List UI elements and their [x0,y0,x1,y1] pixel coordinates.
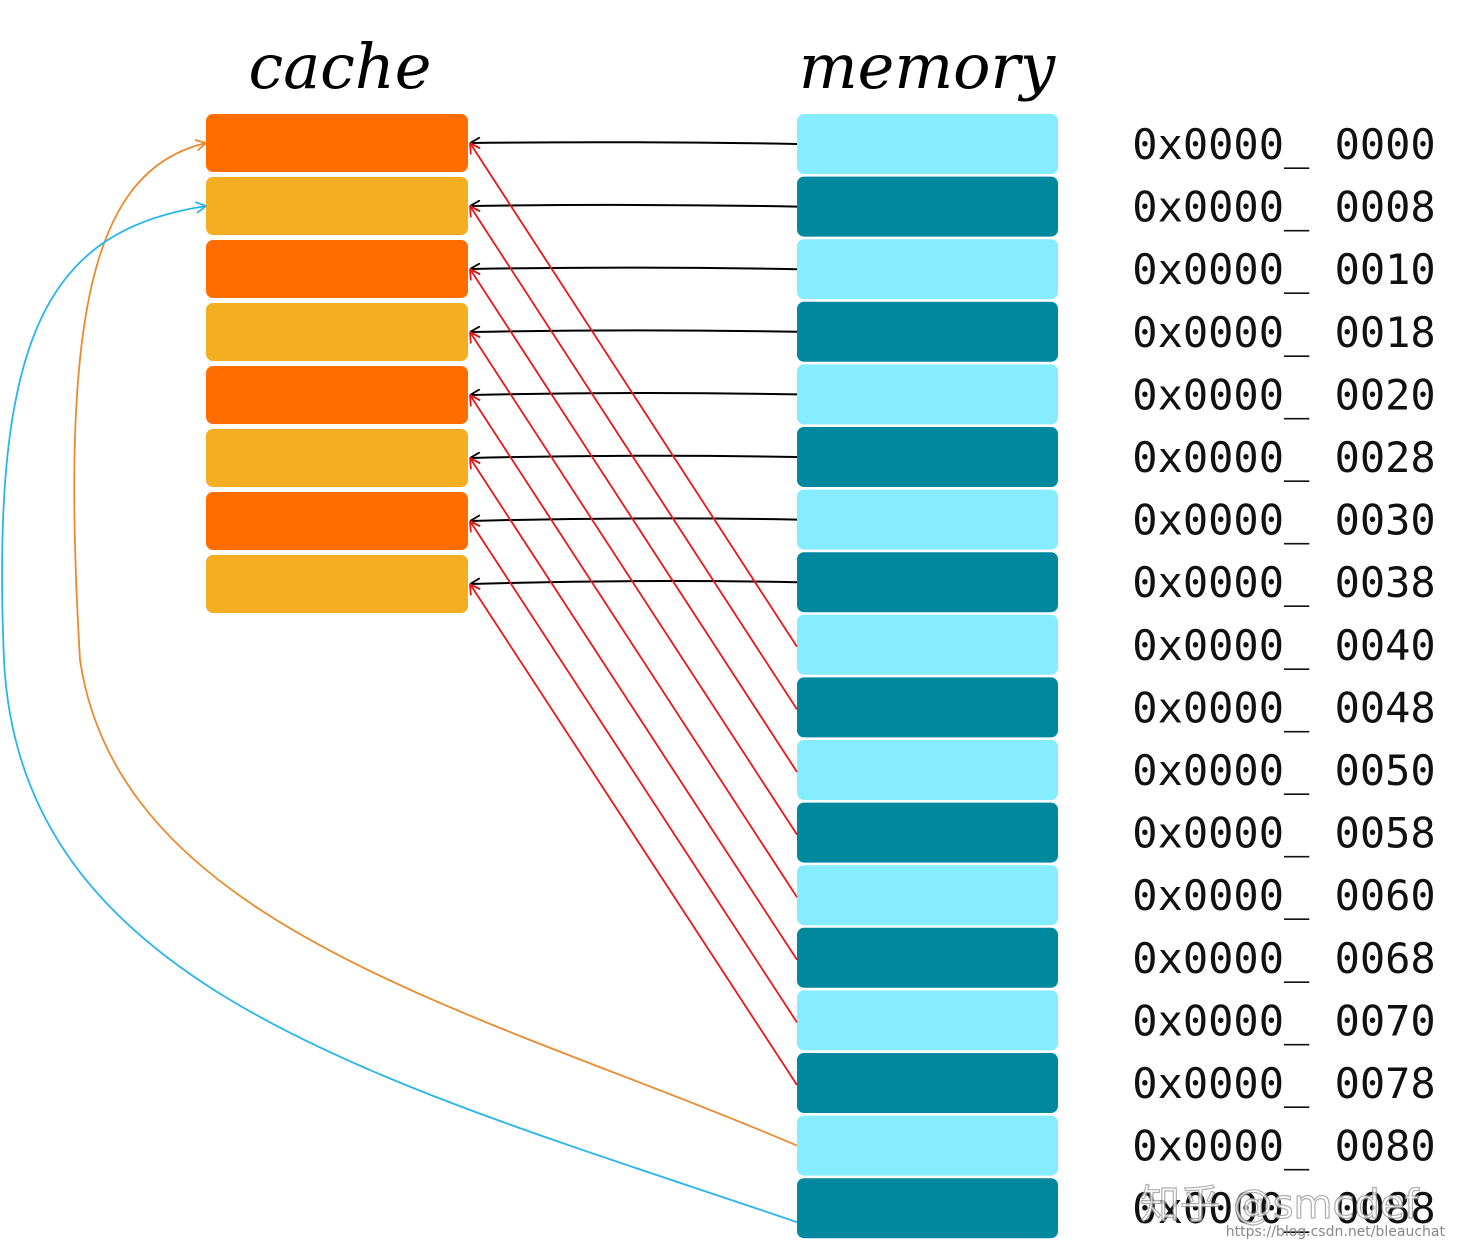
memory-address-8: 0x0000_ 0040 [1132,621,1435,670]
memory-block-10 [797,740,1058,800]
memory-block-9 [797,677,1058,738]
memory-block-7 [797,552,1058,613]
arrow-mem3-to-cache3 [470,330,798,332]
memory-address-14: 0x0000_ 0070 [1132,996,1435,1045]
memory-address-17: 0x0000_ 0088 [1132,1184,1435,1233]
memory-block-8 [797,614,1058,675]
cache-lines [206,114,468,613]
memory-address-1: 0x0000_ 0008 [1132,183,1435,232]
memory-block-11 [797,802,1058,863]
memory-block-4 [797,364,1058,425]
memory-block-3 [797,301,1058,362]
arrow-mem11-to-cache3 [470,332,798,836]
cache-line-7 [206,555,468,613]
memory-address-7: 0x0000_ 0038 [1132,558,1435,607]
watermark-url: https://blog.csdn.net/bleauchat [1226,1224,1446,1240]
arrow-mem9-to-cache1 [470,206,798,710]
mapping-arrows [1,142,798,1224]
memory-block-17 [797,1178,1058,1239]
memory-address-3: 0x0000_ 0018 [1132,308,1435,357]
cache-line-5 [206,429,468,487]
memory-block-2 [797,239,1058,300]
memory-address-15: 0x0000_ 0078 [1132,1059,1435,1108]
arrow-mem12-to-cache4 [470,395,798,898]
memory-block-6 [797,489,1058,550]
watermark-text: 知乎 @smcdef [1140,1182,1420,1228]
memory-address-2: 0x0000_ 0010 [1132,245,1435,294]
arrow-mem16-to-cache0 [73,143,798,1147]
memory-block-14 [797,990,1058,1051]
memory-block-16 [797,1115,1058,1176]
memory-title: memory [799,30,1056,103]
cache-line-0 [206,114,468,172]
memory-address-0: 0x0000_ 0000 [1132,120,1435,169]
cache-line-2 [206,240,468,298]
memory-block-12 [797,865,1058,926]
memory-address-12: 0x0000_ 0060 [1132,871,1435,920]
arrow-mem15-to-cache7 [470,584,798,1086]
cache-line-3 [206,303,468,361]
memory-block-5 [797,427,1058,487]
arrow-mem1-to-cache1 [470,205,798,207]
memory-block-1 [797,176,1058,237]
memory-address-5: 0x0000_ 0028 [1132,433,1435,482]
arrow-mem13-to-cache5 [470,458,798,961]
memory-address-16: 0x0000_ 0080 [1132,1122,1435,1171]
cache-title: cache [248,30,431,103]
memory-block-0 [797,114,1058,174]
arrow-mem0-to-cache0 [470,142,798,144]
memory-address-11: 0x0000_ 0058 [1132,809,1435,858]
arrow-mem10-to-cache2 [470,269,798,773]
cache-line-1 [206,177,468,235]
memory-block-15 [797,1053,1058,1113]
cache-line-6 [206,492,468,550]
memory-blocks [797,114,1058,1239]
memory-address-labels: 0x0000_ 0000 0x0000_ 0008 0x0000_ 0010 0x00… [1132,120,1435,1233]
arrow-mem8-to-cache0 [470,143,798,648]
arrow-mem2-to-cache2 [470,268,798,270]
memory-address-6: 0x0000_ 0030 [1132,496,1435,545]
memory-address-4: 0x0000_ 0020 [1132,370,1435,419]
cache-line-4 [206,366,468,424]
memory-block-13 [797,927,1058,988]
memory-address-9: 0x0000_ 0048 [1132,683,1435,732]
arrow-mem17-to-cache1 [1,206,798,1224]
arrow-mem14-to-cache6 [470,521,798,1023]
memory-address-10: 0x0000_ 0050 [1132,746,1435,795]
memory-address-13: 0x0000_ 0068 [1132,934,1435,983]
